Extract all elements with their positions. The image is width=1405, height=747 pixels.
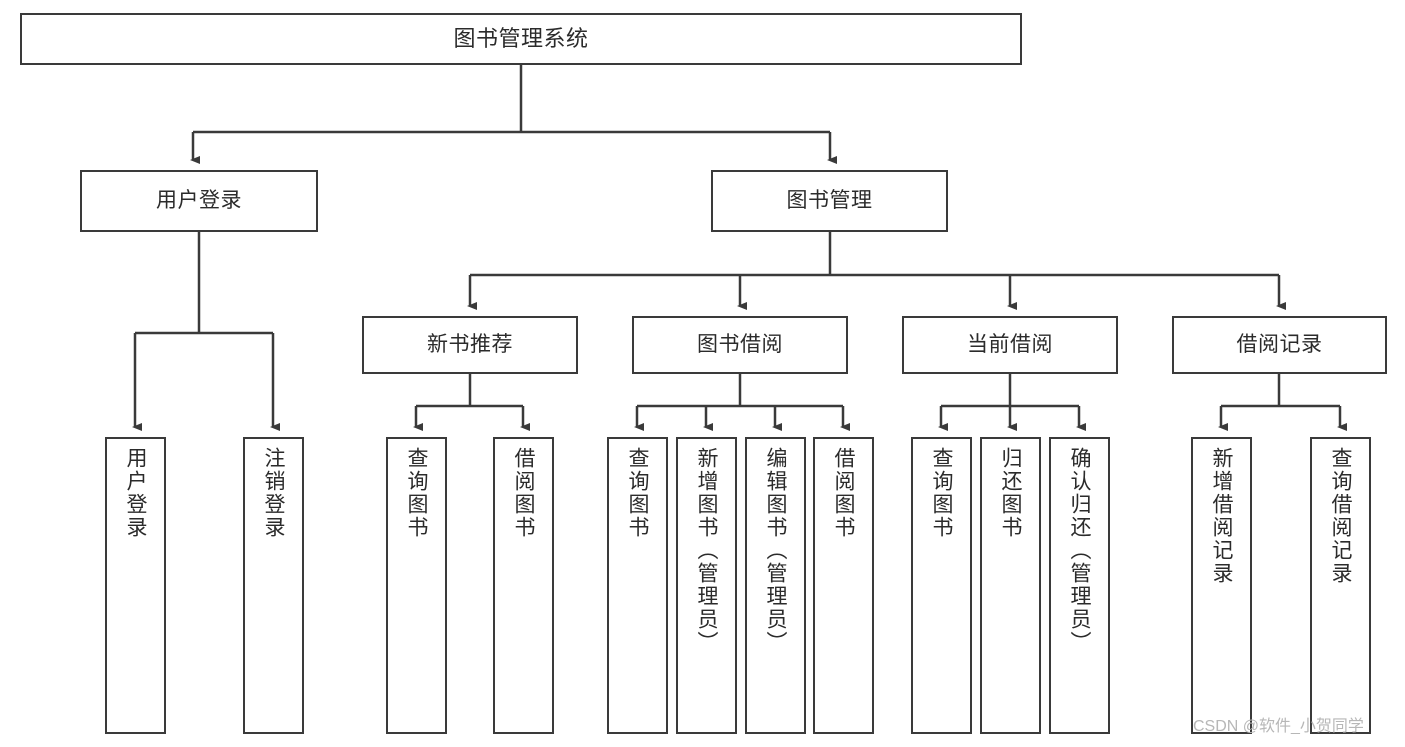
node-label: 确认归还（管理员） bbox=[1068, 447, 1091, 654]
node-current-borrow[interactable]: 当前借阅 bbox=[902, 316, 1118, 374]
node-label: 图书管理 bbox=[786, 188, 873, 212]
node-book-management[interactable]: 图书管理 bbox=[711, 170, 948, 232]
leaf-confirm-return-admin[interactable]: 确认归还（管理员） bbox=[1049, 437, 1110, 734]
node-label: 归还图书 bbox=[999, 447, 1022, 539]
node-label: 注销登录 bbox=[262, 447, 285, 539]
node-root-book-management-system[interactable]: 图书管理系统 bbox=[20, 13, 1022, 65]
node-user-login[interactable]: 用户登录 bbox=[80, 170, 318, 232]
node-borrow-record[interactable]: 借阅记录 bbox=[1172, 316, 1387, 374]
node-label: 用户登录 bbox=[156, 188, 242, 212]
node-label: 查询图书 bbox=[626, 447, 649, 539]
leaf-borrow-book-new[interactable]: 借阅图书 bbox=[493, 437, 554, 734]
leaf-query-borrow-record[interactable]: 查询借阅记录 bbox=[1310, 437, 1371, 734]
node-label: 查询图书 bbox=[405, 447, 428, 539]
node-new-book-recommend[interactable]: 新书推荐 bbox=[362, 316, 578, 374]
node-label: 图书管理系统 bbox=[453, 26, 589, 52]
node-label: 查询图书 bbox=[930, 447, 953, 539]
leaf-add-book-admin[interactable]: 新增图书（管理员） bbox=[676, 437, 737, 734]
leaf-edit-book-admin[interactable]: 编辑图书（管理员） bbox=[745, 437, 806, 734]
leaf-return-book[interactable]: 归还图书 bbox=[980, 437, 1041, 734]
node-label: 编辑图书（管理员） bbox=[764, 447, 787, 654]
node-label: 新增借阅记录 bbox=[1210, 447, 1233, 585]
leaf-query-book[interactable]: 查询图书 bbox=[607, 437, 668, 734]
leaf-borrow-book[interactable]: 借阅图书 bbox=[813, 437, 874, 734]
leaf-query-book-new[interactable]: 查询图书 bbox=[386, 437, 447, 734]
node-label: 借阅图书 bbox=[512, 447, 535, 539]
node-label: 当前借阅 bbox=[967, 332, 1053, 356]
node-label: 新书推荐 bbox=[427, 332, 513, 356]
watermark: CSDN @软件_小贺同学 bbox=[1193, 718, 1364, 735]
node-book-borrow[interactable]: 图书借阅 bbox=[632, 316, 848, 374]
leaf-query-book-current[interactable]: 查询图书 bbox=[911, 437, 972, 734]
leaf-user-logout[interactable]: 注销登录 bbox=[243, 437, 304, 734]
node-label: 借阅记录 bbox=[1236, 332, 1323, 356]
node-label: 借阅图书 bbox=[832, 447, 855, 539]
node-label: 图书借阅 bbox=[697, 332, 783, 356]
leaf-add-borrow-record[interactable]: 新增借阅记录 bbox=[1191, 437, 1252, 734]
leaf-user-login[interactable]: 用户登录 bbox=[105, 437, 166, 734]
node-label: 用户登录 bbox=[124, 447, 147, 539]
node-label: 新增图书（管理员） bbox=[695, 447, 718, 654]
node-label: 查询借阅记录 bbox=[1329, 447, 1352, 585]
